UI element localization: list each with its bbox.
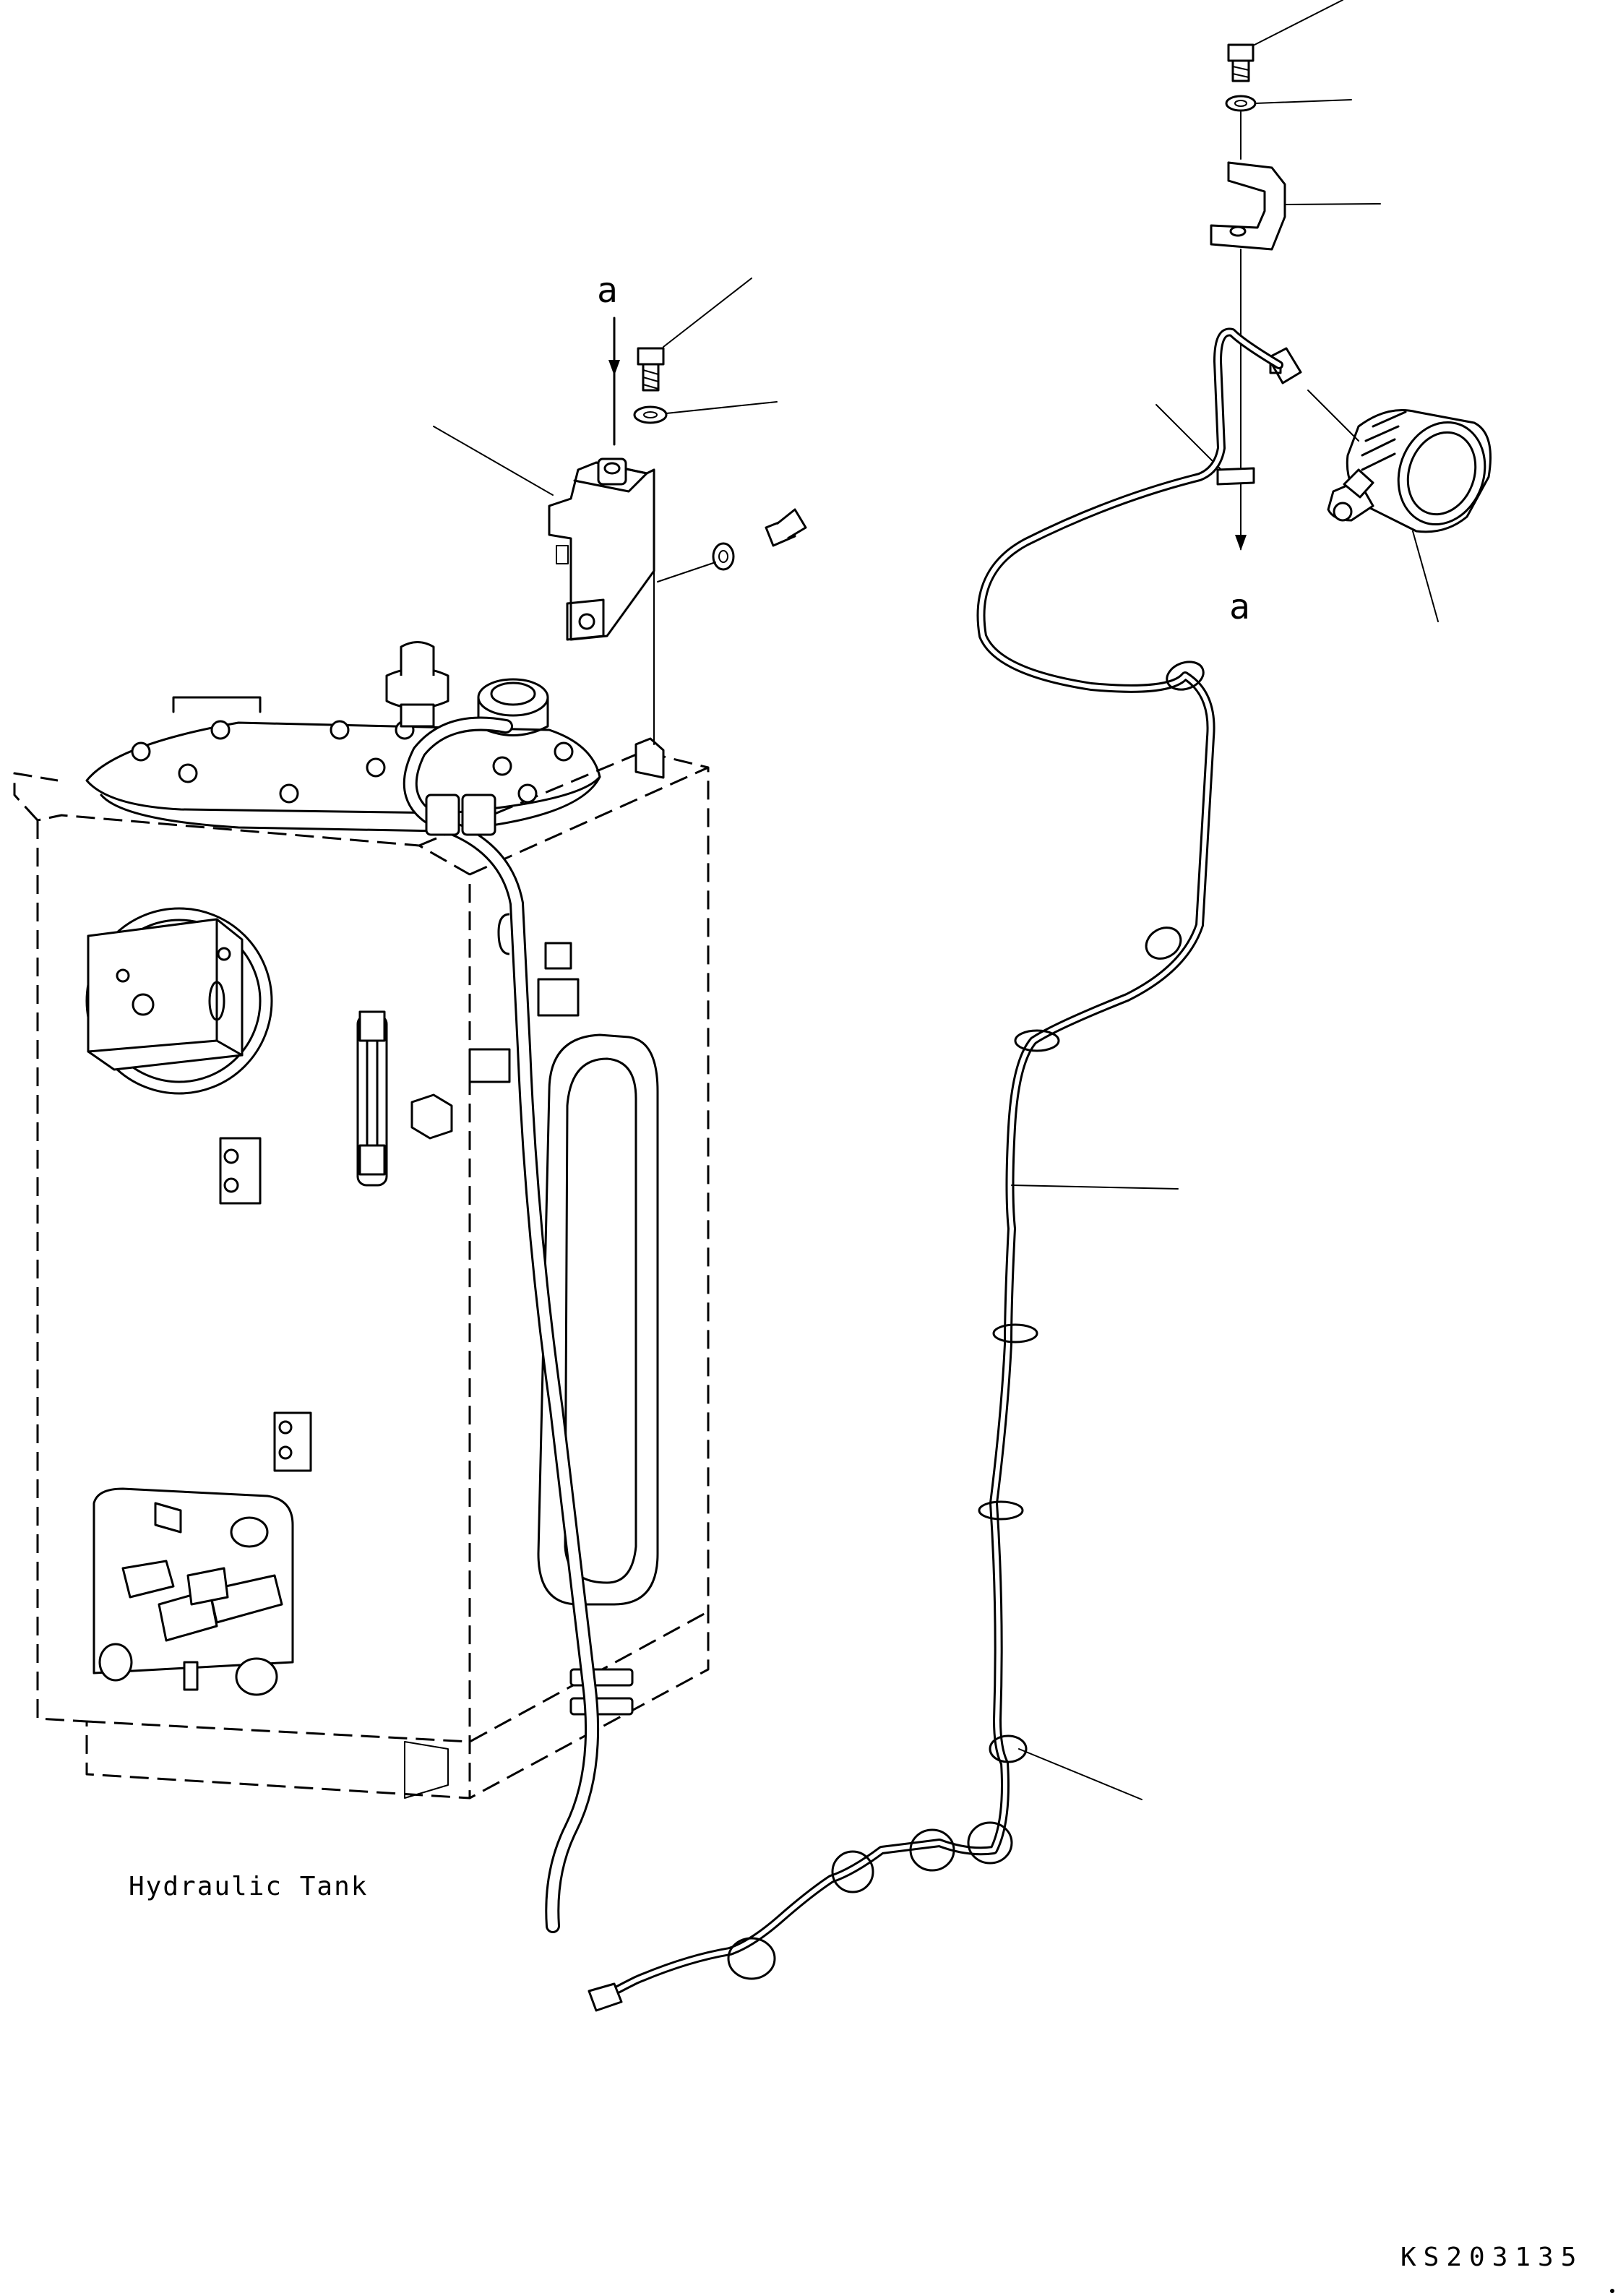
- light-mounting-bracket: [548, 461, 655, 641]
- wiring-harness: [588, 327, 1283, 2012]
- tank-label: Hydraulic Tank: [129, 1872, 368, 1901]
- light-bracket: [1210, 161, 1286, 251]
- bracket-bolt: [637, 278, 752, 392]
- hose-clamp-1: [569, 1668, 634, 1687]
- view-mark-upper: a: [597, 270, 618, 311]
- drain-loop: [537, 1033, 659, 1606]
- mounting-bracket-group: a: [433, 270, 807, 745]
- valve-block: [92, 1487, 294, 1696]
- hydraulic-tank: Hydraulic Tank: [13, 641, 710, 1933]
- level-gauge: [356, 1010, 388, 1187]
- mount-block-1: [219, 1137, 262, 1205]
- hose-clamp-2: [569, 1697, 634, 1716]
- filler-cap: [477, 678, 549, 717]
- cover-bolts: [131, 720, 574, 804]
- tank-boss: [634, 737, 665, 779]
- harness-plug: [588, 1982, 623, 2012]
- bracket-washer: [633, 405, 668, 424]
- work-lamp: [1307, 390, 1492, 622]
- suction-flange: [85, 907, 273, 1095]
- top-washer: [1225, 95, 1257, 112]
- lamp-connector: [1267, 347, 1302, 384]
- cable-clip-top: [1216, 467, 1255, 486]
- corner-dot: [1610, 2289, 1614, 2293]
- view-mark-lower: a: [1229, 587, 1250, 627]
- top-bolt-head: [1227, 43, 1255, 62]
- drawing-code: KS203135: [1400, 2243, 1583, 2272]
- side-washer: [712, 542, 735, 571]
- work-light-group: a: [1156, 0, 1492, 627]
- cable-ties: [727, 661, 1205, 1980]
- mount-block-2: [273, 1411, 312, 1472]
